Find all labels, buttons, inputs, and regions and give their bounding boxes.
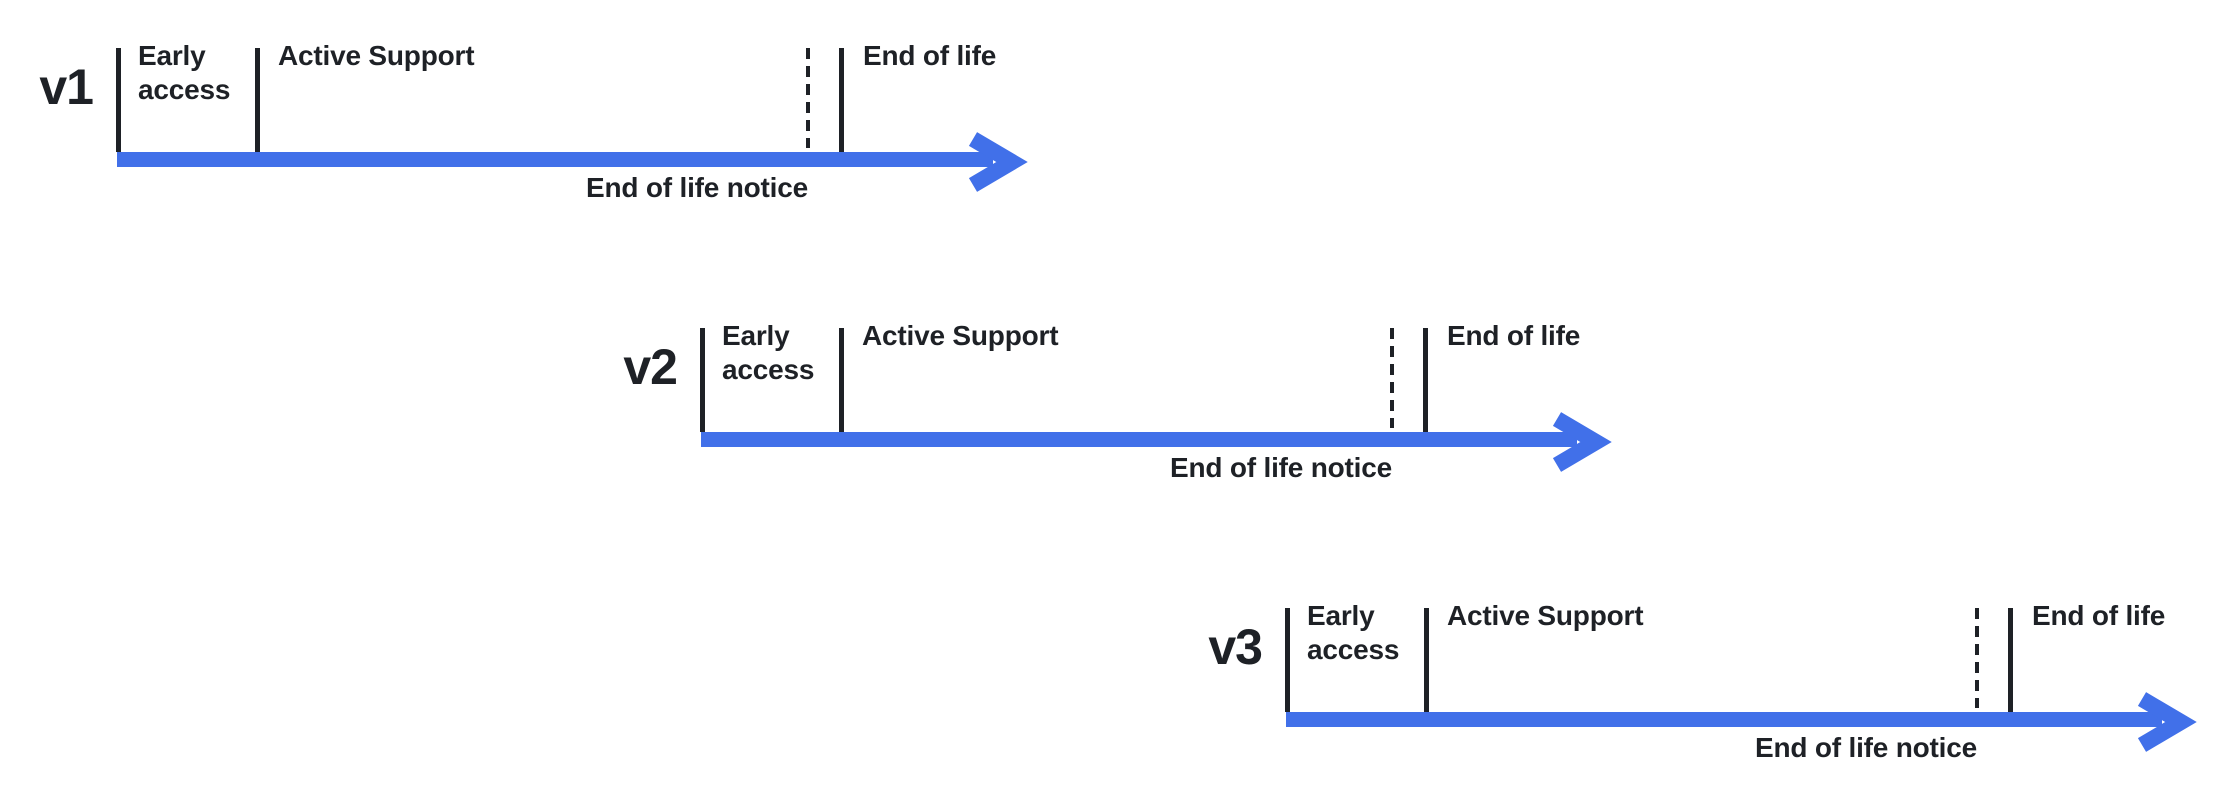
end-of-life-label: End of life <box>863 40 997 71</box>
early-access-label: Early access <box>138 40 231 105</box>
early-access-start-tick <box>116 48 121 152</box>
early-access-start-tick <box>700 328 705 432</box>
end-of-life-tick <box>2008 608 2013 712</box>
early-access-start-tick <box>1285 608 1290 712</box>
eol-notice-dashed-line <box>1975 608 1979 708</box>
version-row-v3: v3 Early access Active Support End of li… <box>1208 600 2228 812</box>
version-label: v1 <box>39 59 94 115</box>
active-support-start-tick <box>255 48 260 152</box>
active-support-label: Active Support <box>1447 600 1644 631</box>
end-of-life-notice-label: End of life notice <box>1170 452 1392 483</box>
active-support-label: Active Support <box>278 40 475 71</box>
end-of-life-notice-label: End of life notice <box>586 172 808 203</box>
active-support-label: Active Support <box>862 320 1059 351</box>
version-row-v2: v2 Early access Active Support End of li… <box>623 320 1662 558</box>
timeline-arrow <box>1286 692 2197 752</box>
early-access-label: Early access <box>722 320 815 385</box>
end-of-life-label: End of life <box>1447 320 1581 351</box>
active-support-start-tick <box>839 328 844 432</box>
end-of-life-notice-label: End of life notice <box>1755 732 1977 763</box>
eol-notice-dashed-line <box>1390 328 1394 428</box>
arrowhead-icon <box>2137 692 2197 752</box>
arrowhead-icon <box>968 132 1028 192</box>
early-access-label: Early access <box>1307 600 1400 665</box>
arrowhead-icon <box>1552 412 1612 472</box>
timeline-arrow <box>701 412 1612 472</box>
end-of-life-tick <box>839 48 844 152</box>
timeline-arrow <box>117 132 1028 192</box>
eol-notice-dashed-line <box>806 48 810 148</box>
active-support-start-tick <box>1424 608 1429 712</box>
end-of-life-tick <box>1423 328 1428 432</box>
end-of-life-label: End of life <box>2032 600 2166 631</box>
version-row-v1: v1 Early access Active Support End of li… <box>39 40 1078 278</box>
version-label: v2 <box>623 339 678 395</box>
version-label: v3 <box>1208 619 1263 675</box>
